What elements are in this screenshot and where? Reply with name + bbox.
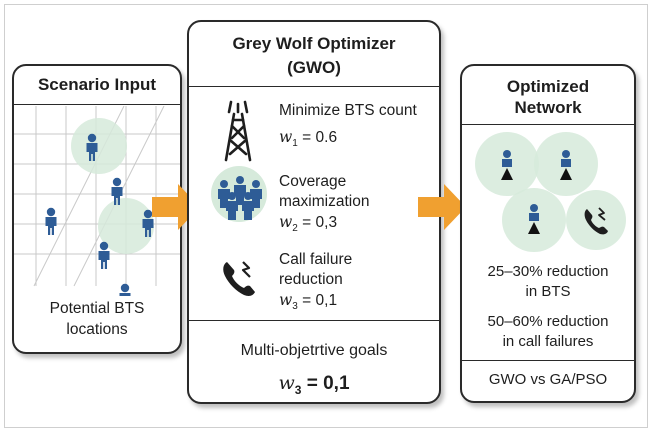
flow-arrow-right: [418, 184, 466, 230]
objective-call-failure: Call failure reduction w3 = 0,1: [279, 250, 352, 317]
coverage-circle: [71, 118, 127, 174]
result-call-failure-reduction: 50–60% reduction in call failures: [462, 312, 634, 352]
scenario-title: Scenario Input: [37, 75, 157, 94]
people-group-icon: [218, 176, 262, 220]
gwo-divider: [189, 86, 439, 87]
figure-frame: [4, 4, 648, 428]
person-icon: [529, 204, 539, 221]
person-icon: [561, 150, 571, 167]
final-weight: w3 = 0,1: [278, 372, 350, 397]
coverage-circle: [566, 190, 626, 250]
caption-line: Potential BTS: [49, 300, 145, 317]
person-icon: [45, 207, 57, 235]
result-line: in call failures: [502, 333, 594, 350]
scenario-divider: [14, 104, 180, 105]
optimized-title: Optimized Network: [462, 76, 634, 118]
result-line: 50–60% reduction: [487, 313, 609, 330]
weight-w2: w2 = 0,3: [279, 213, 338, 235]
gwo-title-line: Grey Wolf Optimizer: [232, 34, 396, 53]
bts-marker-icon: [501, 168, 513, 180]
gwo-title: Grey Wolf Optimizer (GWO): [189, 32, 439, 80]
coverage-circle: [98, 198, 154, 254]
bts-marker-icon: [560, 168, 572, 180]
scenario-caption: Potential BTS locations: [14, 298, 180, 340]
person-icon: [98, 241, 110, 269]
optimized-divider: [462, 124, 634, 125]
gwo-title-line: (GWO): [287, 58, 341, 77]
person-icon: [119, 283, 131, 296]
phone-icon: [584, 207, 608, 235]
scenario-map: [14, 106, 180, 296]
phone-icon: [223, 261, 255, 296]
bts-tower-icon: [224, 100, 252, 162]
result-line: 25–30% reduction: [487, 263, 609, 280]
person-icon: [142, 209, 154, 237]
objective-minimize-bts: Minimize BTS count w1 = 0.6: [279, 101, 417, 154]
gwo-divider: [189, 320, 439, 321]
bts-marker-icon: [528, 222, 540, 234]
optimized-title-line: Optimized: [506, 77, 590, 96]
comparison-label: GWO vs GA/PSO: [488, 371, 608, 388]
caption-line: locations: [66, 321, 128, 338]
optimized-network-panel: Optimized Network 25–30% reduction in BT…: [460, 64, 636, 403]
objective-coverage: Coverage maximization w2 = 0,3: [279, 172, 369, 239]
person-icon: [86, 133, 98, 161]
optimized-network-map: [475, 132, 626, 252]
objective-label: reduction: [279, 271, 343, 288]
result-bts-reduction: 25–30% reduction in BTS: [462, 262, 634, 302]
result-line: in BTS: [525, 283, 571, 300]
person-icon: [502, 150, 512, 167]
weight-w1: w1 = 0.6: [279, 128, 338, 150]
objective-label: maximization: [279, 193, 370, 210]
optimized-divider: [462, 360, 634, 361]
gwo-panel: Grey Wolf Optimizer (GWO) Minimize BTS c…: [187, 20, 441, 404]
person-icon: [111, 177, 123, 205]
optimized-title-line: Network: [514, 98, 582, 117]
objective-label: Call failure: [279, 251, 353, 268]
weight-w3: w3 = 0,1: [279, 291, 338, 313]
objective-label: Coverage: [279, 173, 347, 190]
multi-objective-goals: Multi-objetrtive goals: [240, 342, 388, 359]
objective-label: Minimize BTS count: [279, 102, 417, 119]
